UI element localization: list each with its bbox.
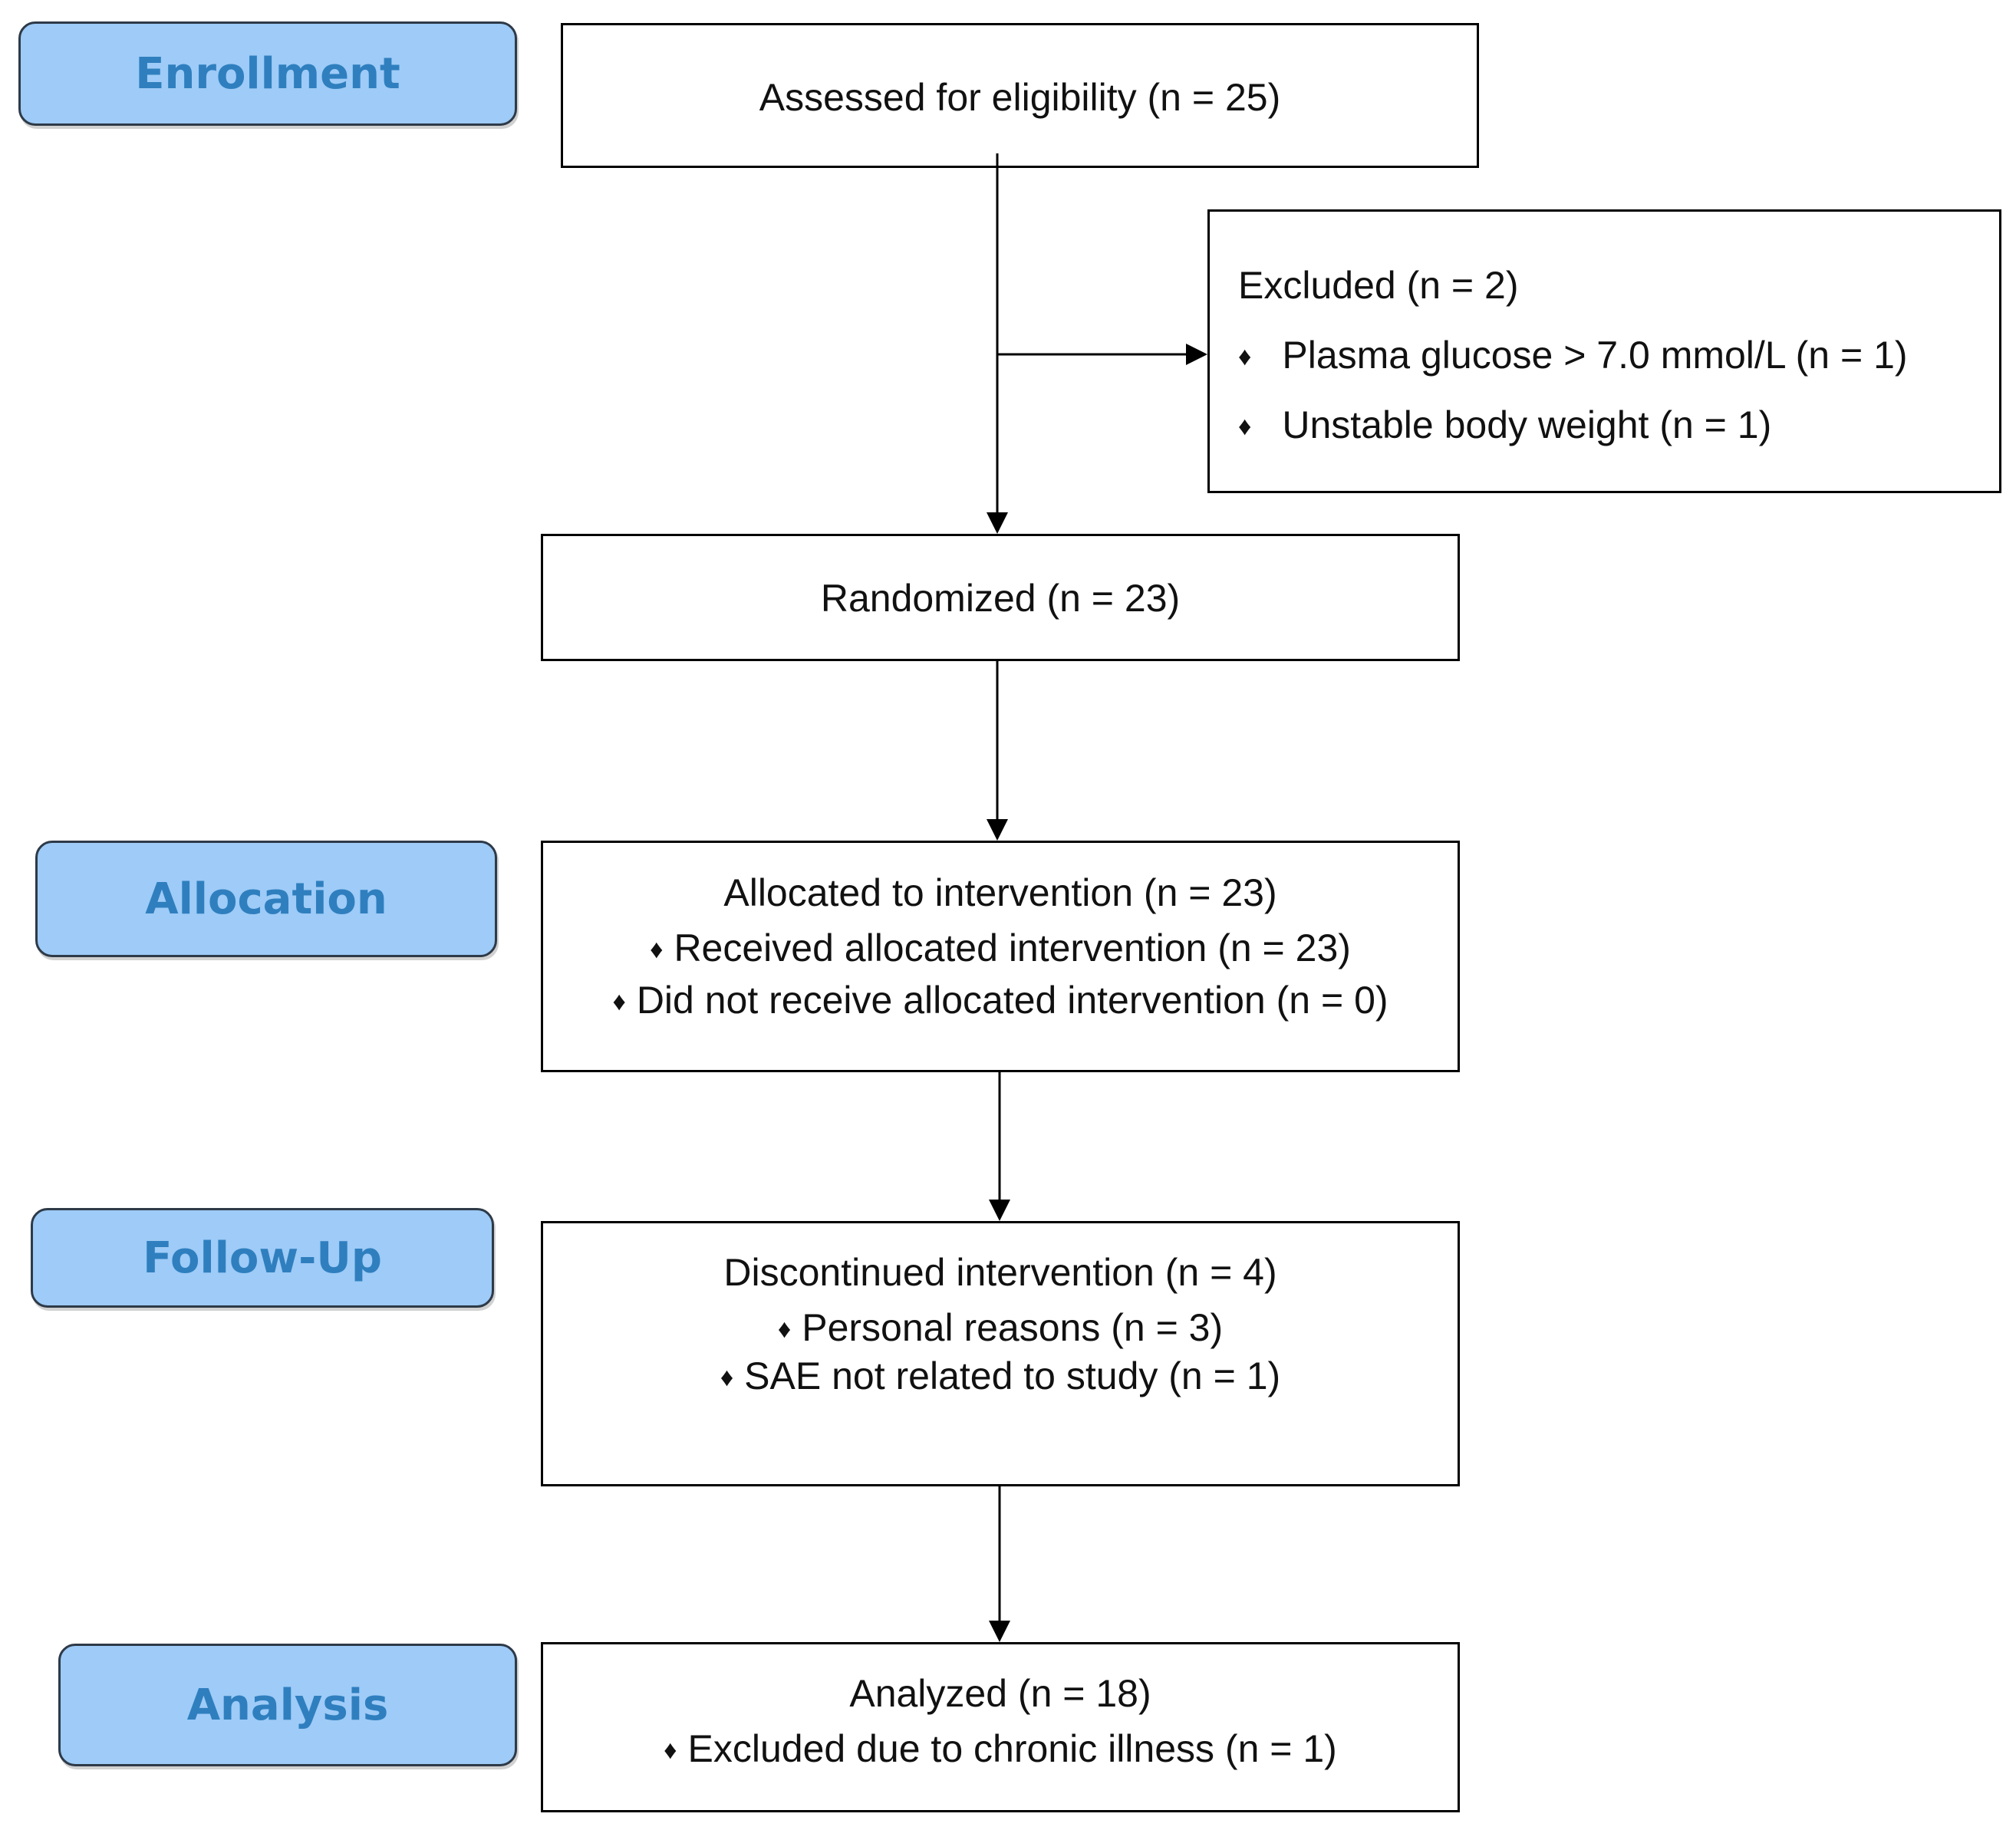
stage-allocation: Allocation — [35, 841, 497, 957]
arrowhead-to-discontinued — [989, 1200, 1010, 1221]
arrowhead-to-analyzed — [989, 1621, 1010, 1642]
bullet-icon: ♦ — [650, 935, 664, 964]
allocated-item: ♦ Did not receive allocated intervention … — [543, 978, 1458, 1022]
excluded-item: ♦ Plasma glucose > 7.0 mmol/L (n = 1) — [1238, 333, 1908, 377]
analyzed-box: Analyzed (n = 18) ♦ Excluded due to chron… — [541, 1642, 1460, 1812]
analyzed-item-text: Excluded due to chronic illness (n = 1) — [687, 1727, 1337, 1770]
allocated-item-text: Did not receive allocated intervention (… — [636, 979, 1388, 1022]
analyzed-item: ♦ Excluded due to chronic illness (n = 1) — [543, 1726, 1458, 1771]
allocated-box: Allocated to intervention (n = 23) ♦ Rece… — [541, 841, 1460, 1072]
excluded-box: Excluded (n = 2) ♦ Plasma glucose > 7.0 m… — [1207, 209, 2001, 493]
discontinued-item-text: SAE not related to study (n = 1) — [744, 1354, 1281, 1397]
stage-analysis-label: Analysis — [186, 1680, 389, 1730]
stage-follow-up-label: Follow-Up — [143, 1233, 382, 1283]
excluded-title: Excluded (n = 2) — [1238, 264, 1519, 307]
allocated-item-text: Received allocated intervention (n = 23) — [674, 927, 1351, 969]
excluded-item: ♦ Unstable body weight (n = 1) — [1238, 403, 1771, 447]
stage-enrollment: Enrollment — [18, 21, 517, 126]
randomized-text: Randomized (n = 23) — [820, 577, 1181, 620]
randomized-box: Randomized (n = 23) — [541, 534, 1460, 661]
discontinued-item-text: Personal reasons (n = 3) — [802, 1306, 1224, 1349]
discontinued-item: ♦ SAE not related to study (n = 1) — [543, 1354, 1458, 1398]
bullet-icon: ♦ — [777, 1315, 792, 1344]
discontinued-box: Discontinued intervention (n = 4) ♦ Perso… — [541, 1221, 1460, 1486]
discontinued-title: Discontinued intervention (n = 4) — [723, 1251, 1277, 1294]
excluded-item-text: Plasma glucose > 7.0 mmol/L (n = 1) — [1282, 334, 1908, 377]
bullet-icon: ♦ — [612, 987, 626, 1016]
assessed-box: Assessed for eligibility (n = 25) — [561, 23, 1479, 168]
stage-allocation-label: Allocation — [145, 874, 387, 924]
assessed-text: Assessed for eligibility (n = 25) — [759, 76, 1281, 119]
stage-enrollment-label: Enrollment — [135, 48, 400, 99]
bullet-icon: ♦ — [1238, 412, 1252, 441]
stage-analysis: Analysis — [58, 1644, 517, 1766]
allocated-item: ♦ Received allocated intervention (n = 23… — [543, 926, 1458, 970]
arrowhead-to-allocated — [987, 819, 1008, 841]
bullet-icon: ♦ — [1238, 342, 1252, 371]
bullet-icon: ♦ — [720, 1363, 734, 1392]
bullet-icon: ♦ — [664, 1736, 677, 1765]
discontinued-item: ♦ Personal reasons (n = 3) — [543, 1305, 1458, 1350]
arrowhead-to-excluded — [1186, 344, 1207, 365]
allocated-title: Allocated to intervention (n = 23) — [723, 871, 1277, 914]
arrowhead-to-randomized — [987, 512, 1008, 534]
excluded-item-text: Unstable body weight (n = 1) — [1282, 403, 1772, 446]
stage-follow-up: Follow-Up — [31, 1208, 494, 1308]
analyzed-title: Analyzed (n = 18) — [849, 1672, 1151, 1715]
